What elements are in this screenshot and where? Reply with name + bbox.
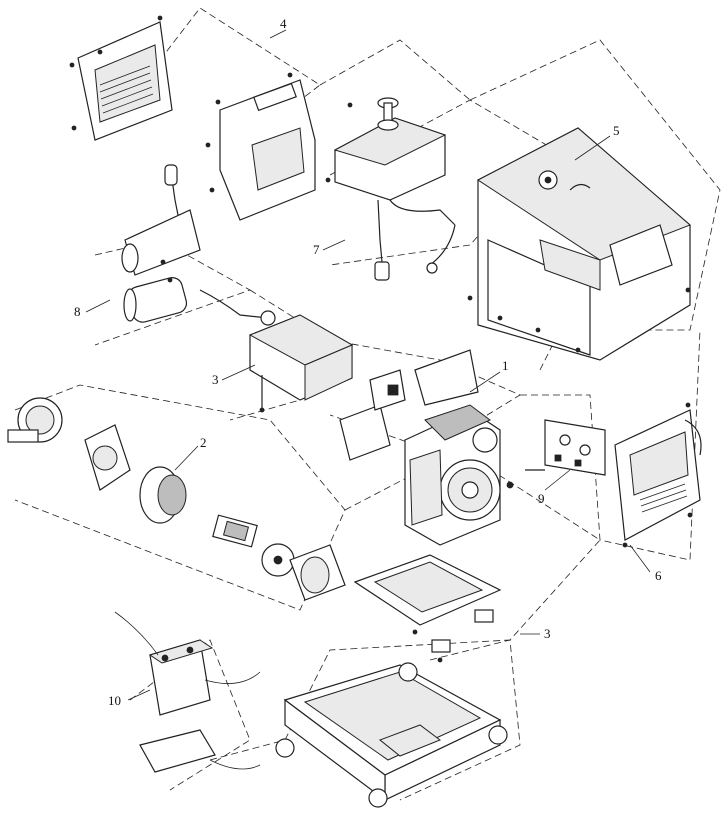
callout-7: 7 bbox=[313, 242, 320, 257]
part-battery bbox=[114, 611, 261, 773]
callout-3-lower: 3 bbox=[544, 626, 551, 641]
part-cabinet-housing bbox=[467, 127, 691, 361]
part-engine bbox=[404, 404, 514, 546]
callout-5: 5 bbox=[613, 123, 620, 138]
part-control-panel bbox=[525, 419, 606, 476]
callouts: 4 5 7 8 3 1 2 9 6 3 10 bbox=[74, 16, 662, 708]
part-fuel-tank bbox=[325, 97, 456, 281]
part-control-box bbox=[248, 314, 354, 413]
callout-2: 2 bbox=[200, 435, 207, 450]
callout-3-upper: 3 bbox=[212, 372, 219, 387]
part-side-panel bbox=[69, 15, 173, 141]
callout-9: 9 bbox=[538, 491, 545, 506]
callout-6: 6 bbox=[655, 568, 662, 583]
callout-1: 1 bbox=[502, 358, 509, 373]
callout-4: 4 bbox=[280, 16, 287, 31]
part-engine-mounts bbox=[339, 349, 479, 461]
part-base-frame bbox=[275, 662, 508, 808]
callout-10: 10 bbox=[108, 693, 121, 708]
part-end-panel bbox=[614, 402, 702, 548]
part-engine-tray bbox=[353, 554, 502, 663]
part-alternator bbox=[7, 397, 346, 601]
part-front-cover bbox=[205, 72, 316, 221]
part-muffler bbox=[121, 164, 276, 326]
callout-8: 8 bbox=[74, 304, 81, 319]
